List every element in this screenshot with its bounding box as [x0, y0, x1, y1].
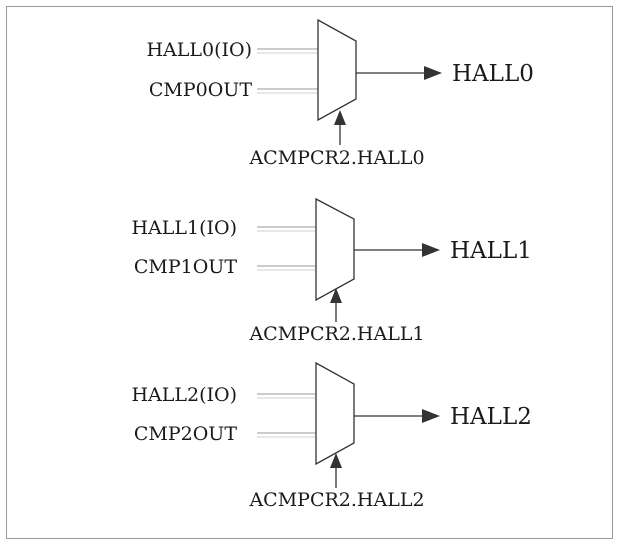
select-arrowhead-2 [330, 453, 342, 468]
select-label-0: ACMPCR2.HALL0 [248, 147, 424, 169]
input-label-2-1: CMP2OUT [134, 423, 237, 445]
output-label-0: HALL0 [452, 61, 534, 87]
diagram-frame [6, 6, 613, 539]
output-label-2: HALL2 [450, 404, 532, 430]
input-label-1-1: CMP1OUT [134, 256, 237, 278]
select-arrowhead-0 [334, 110, 346, 125]
mux-group-1: HALL1(IO) CMP1OUT HALL1 ACMPCR2.HALL1 [131, 197, 532, 345]
output-arrowhead-1 [422, 243, 440, 257]
output-arrowhead-0 [424, 66, 442, 80]
input-label-1-0: HALL1(IO) [131, 217, 237, 239]
mux-trapezoid-1 [315, 197, 355, 302]
mux-group-2: HALL2(IO) CMP2OUT HALL2 ACMPCR2.HALL2 [131, 361, 532, 511]
input-label-0-1: CMP0OUT [149, 79, 252, 101]
output-arrowhead-2 [422, 409, 440, 423]
output-label-1: HALL1 [450, 238, 532, 264]
input-label-0-0: HALL0(IO) [146, 39, 252, 61]
select-label-1: ACMPCR2.HALL1 [248, 323, 424, 345]
select-label-2: ACMPCR2.HALL2 [248, 489, 424, 511]
select-arrowhead-1 [330, 288, 342, 303]
mux-trapezoid-2 [315, 361, 355, 466]
mux-group-0: HALL0(IO) CMP0OUT HALL0 ACMPCR2.HALL0 [146, 18, 534, 169]
input-label-2-0: HALL2(IO) [131, 384, 237, 406]
mux-trapezoid-0 [317, 18, 357, 122]
